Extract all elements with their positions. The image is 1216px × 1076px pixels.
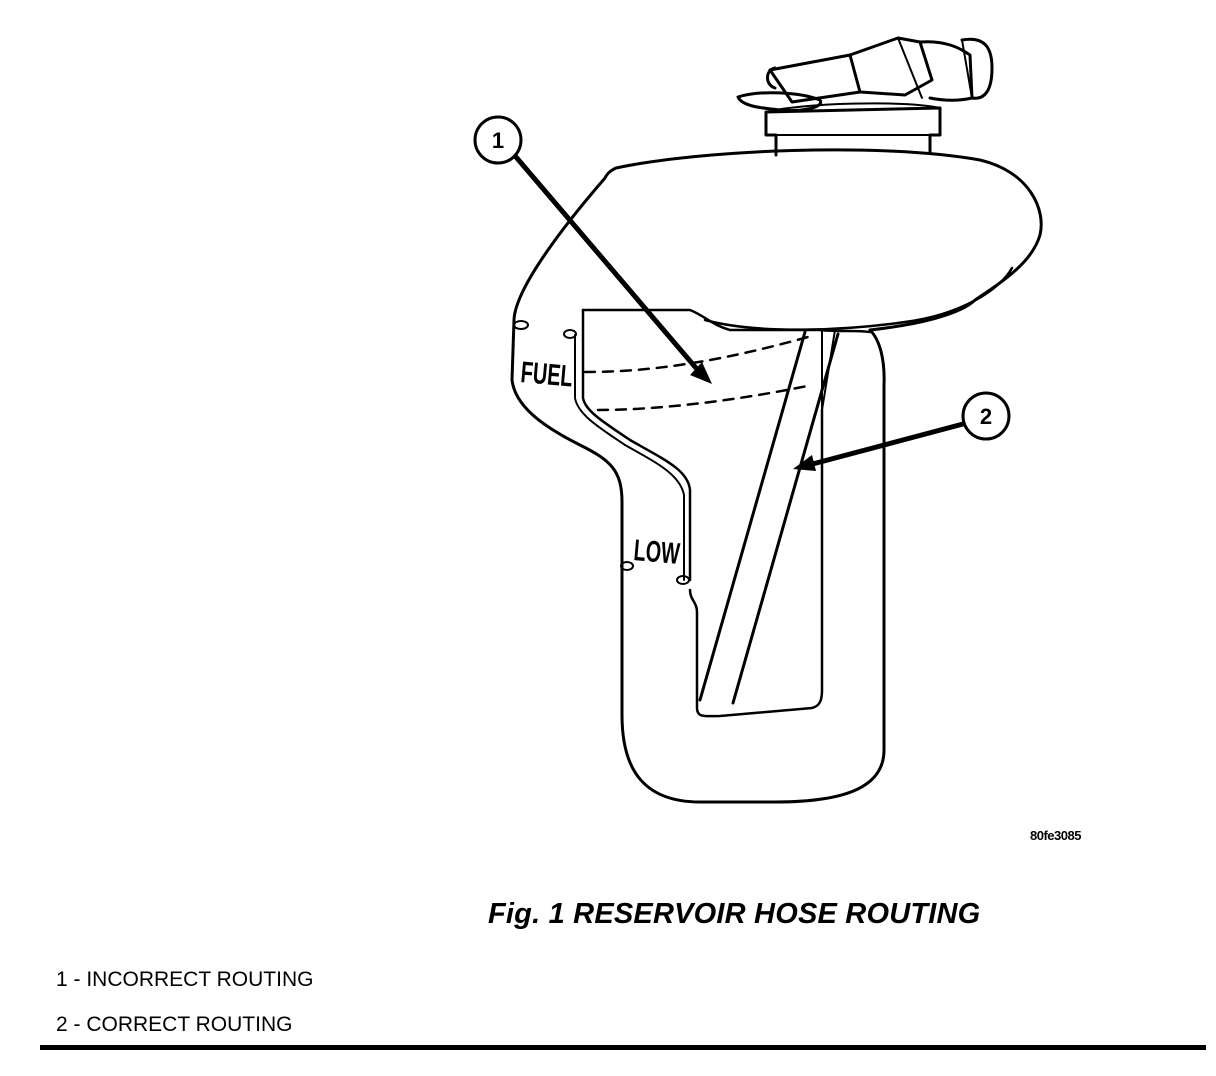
filler-neck xyxy=(736,36,994,157)
bottom-divider xyxy=(40,1045,1206,1050)
reservoir-shell xyxy=(510,148,1043,804)
legend-item-incorrect-routing: 1 - INCORRECT ROUTING xyxy=(56,968,314,991)
fuel-label: FUEL xyxy=(519,356,574,393)
low-label: LOW xyxy=(632,534,681,571)
legend-item-correct-routing: 2 - CORRECT ROUTING xyxy=(56,1013,293,1036)
callout-1: 1 xyxy=(473,115,712,384)
reservoir-illustration: 1 2 FUEL LOW xyxy=(473,36,1043,804)
correct-hose xyxy=(698,330,840,705)
reservoir-drawing: 1 2 FUEL LOW xyxy=(473,36,1043,804)
figure-id-code: 80fe3085 xyxy=(1030,828,1081,843)
callout-2: 2 xyxy=(793,391,1011,471)
callout-1-number: 1 xyxy=(492,128,504,153)
figure-caption: Fig. 1 RESERVOIR HOSE ROUTING xyxy=(488,898,981,930)
level-window xyxy=(581,308,872,334)
callout-2-number: 2 xyxy=(980,404,992,429)
